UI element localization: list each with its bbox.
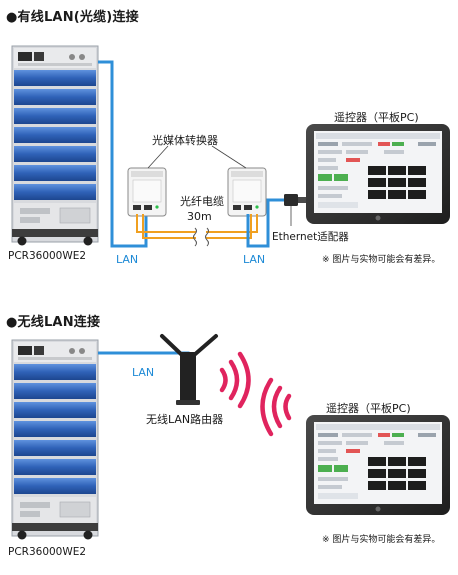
converter-leader-1 (147, 145, 169, 169)
section2-title: ●无线LAN连接 (6, 315, 101, 330)
media-converter-2 (227, 167, 267, 217)
tablet-label-1: 遥控器（平板PC) (334, 111, 419, 124)
converter-leader-2 (211, 145, 247, 169)
lan-label-left: LAN (116, 253, 139, 266)
wifi-waves-router (219, 351, 251, 409)
tablet-pc-1 (306, 124, 450, 224)
fiber-cable-label: 光纤电缆 (180, 195, 224, 208)
media-converter-1 (127, 167, 167, 217)
device-model-label-2: PCR36000WE2 (8, 546, 87, 558)
device-model-label-1: PCR36000WE2 (8, 250, 87, 262)
wireless-router-label: 无线LAN路由器 (146, 413, 224, 426)
power-supply-unit-2 (11, 339, 99, 540)
ethernet-adapter-label: Ethernet适配器 (272, 231, 349, 243)
disclaimer-note-1: ※ 图片与实物可能会有差异。 (322, 255, 441, 265)
fiber-length-label: 30m (187, 210, 212, 223)
tablet-label-2: 遥控器（平板PC) (326, 402, 411, 415)
ethernet-adapter (284, 194, 308, 226)
lan-cable-1 (98, 60, 148, 248)
media-converter-label: 光媒体转换器 (152, 134, 218, 147)
disclaimer-note-2: ※ 图片与实物可能会有差异。 (322, 535, 441, 545)
lan-label-wireless: LAN (132, 366, 155, 379)
lan-label-right: LAN (243, 253, 266, 266)
section1-title: ●有线LAN(光缆)连接 (6, 10, 139, 25)
fiber-break-mark (193, 227, 209, 247)
lan-cable-2 (246, 198, 284, 248)
tablet-pc-2 (306, 415, 450, 515)
wireless-router (160, 334, 218, 405)
fiber-optic-cable (136, 214, 258, 239)
power-supply-unit-1 (11, 45, 99, 246)
wifi-waves-tablet (260, 377, 292, 437)
